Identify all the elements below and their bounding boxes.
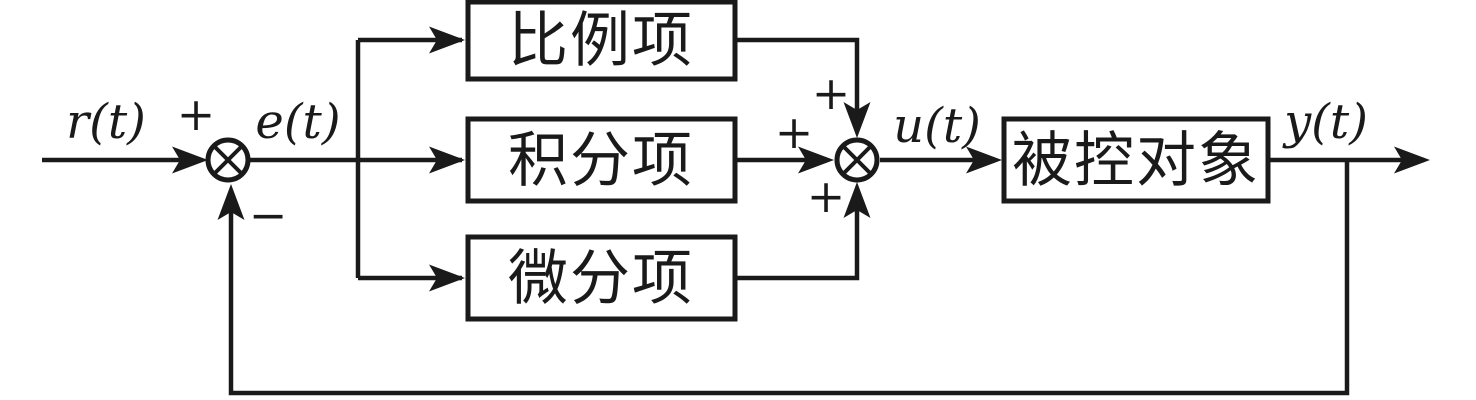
error-signal-label: e(t) xyxy=(255,94,340,150)
derivative-plus-sign: + xyxy=(807,169,846,223)
reference-signal-label: r(t) xyxy=(66,94,146,150)
feedback-minus-sign: − xyxy=(249,188,288,242)
arrowhead-feedback-into-sum1-icon xyxy=(217,184,245,220)
block-integral xyxy=(465,116,738,204)
arrowhead-into-derivative-icon xyxy=(429,264,465,292)
sum1-cross-icon xyxy=(212,144,244,176)
block-derivative xyxy=(465,234,738,322)
plant-block-label: 被控对象 xyxy=(1012,126,1260,196)
wire-proportional-output xyxy=(735,37,860,112)
summing-junction-control xyxy=(834,137,880,183)
wire-feedback-loop xyxy=(228,160,1350,396)
integral-plus-sign: + xyxy=(775,105,814,159)
output-signal-label: y(t) xyxy=(1282,94,1368,150)
arrowhead-output-icon xyxy=(1394,146,1430,174)
integral-block-label: 积分项 xyxy=(508,126,694,196)
proportional-plus-sign: + xyxy=(812,66,851,120)
summing-junction-error xyxy=(205,137,251,183)
wire-derivative-output xyxy=(735,208,860,281)
arrowhead-derivative-into-sum2-icon xyxy=(843,182,871,218)
control-signal-label: u(t) xyxy=(893,98,981,154)
arrowhead-proportional-into-sum2-icon xyxy=(843,102,871,138)
block-proportional xyxy=(465,0,738,82)
arrowhead-into-plant-icon xyxy=(966,146,1002,174)
derivative-block-label: 微分项 xyxy=(508,244,694,314)
arrowhead-reference-into-sum1-icon xyxy=(172,146,208,174)
sum2-cross-icon xyxy=(841,144,873,176)
arrowhead-into-integral-icon xyxy=(429,146,465,174)
reference-plus-sign: + xyxy=(177,87,216,141)
block-plant xyxy=(1001,116,1271,204)
arrowhead-into-proportional-icon xyxy=(429,26,465,54)
arrowhead-integral-into-sum2-icon xyxy=(798,146,834,174)
proportional-block-label: 比例项 xyxy=(508,6,694,76)
